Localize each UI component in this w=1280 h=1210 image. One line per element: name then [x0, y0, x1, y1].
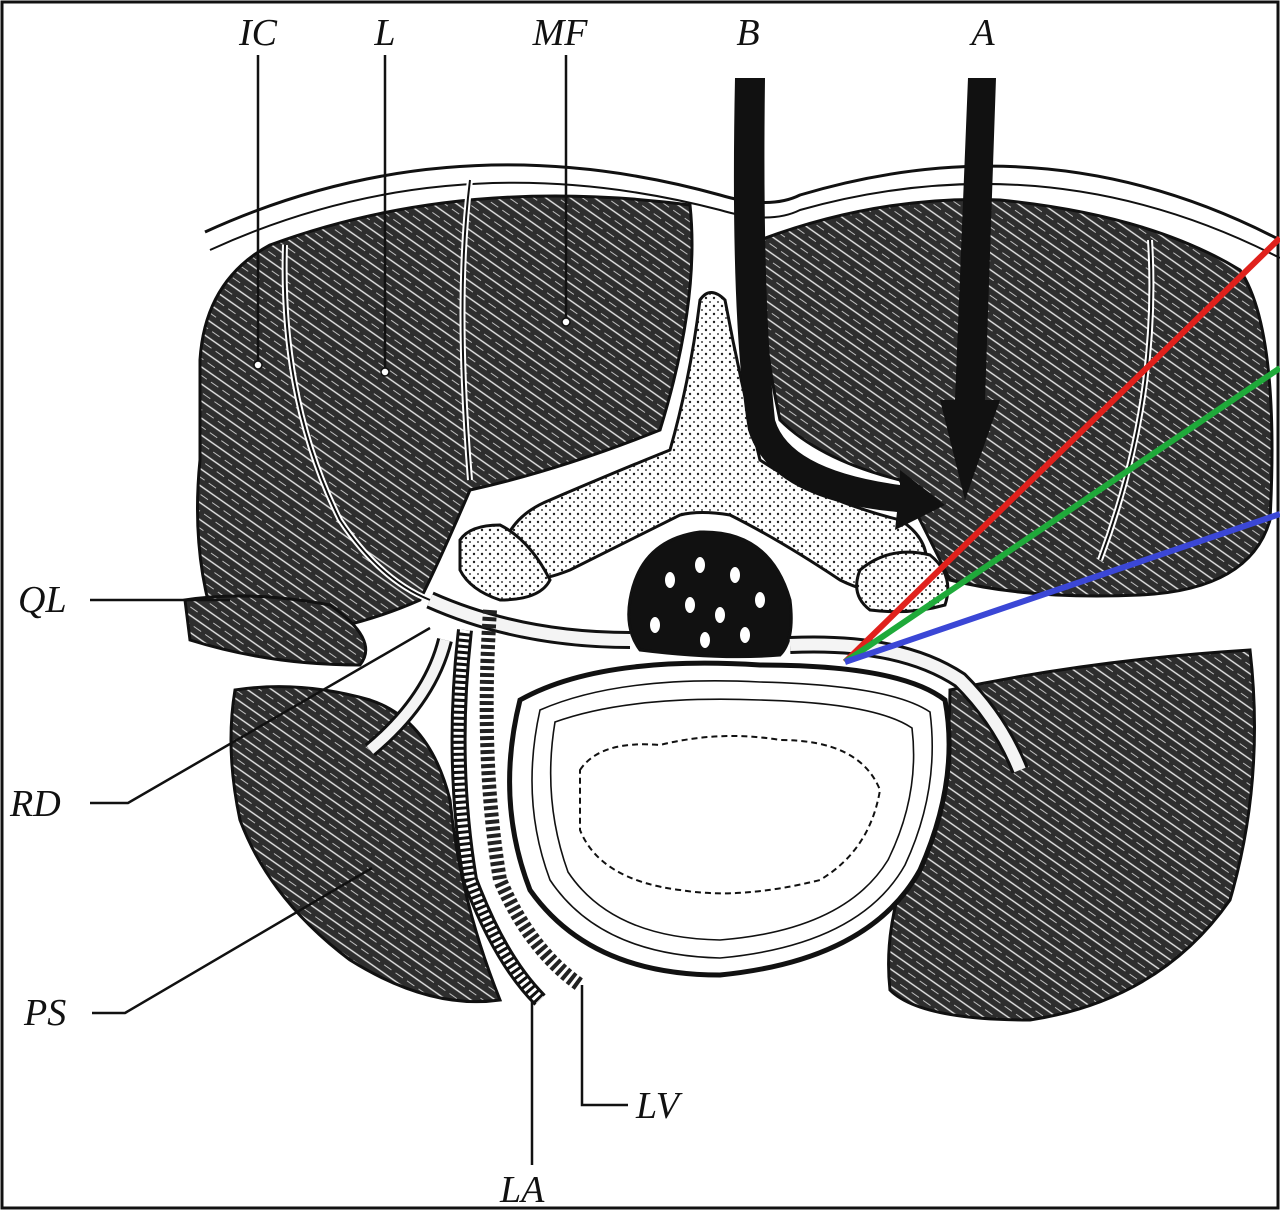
label-ic: IC	[238, 12, 278, 54]
label-lv: LV	[635, 1085, 683, 1127]
label-la: LA	[499, 1169, 545, 1210]
leader-lv	[582, 985, 628, 1105]
label-b: B	[736, 12, 759, 54]
label-ql: QL	[18, 579, 67, 621]
label-a: A	[968, 12, 995, 54]
label-ps: PS	[23, 992, 66, 1034]
spinal-canal	[629, 532, 792, 657]
label-mf: MF	[532, 12, 589, 54]
nucleus-pulposus	[580, 736, 880, 893]
label-l: L	[373, 12, 395, 54]
left-paraspinal-muscle	[198, 196, 693, 640]
label-rd: RD	[9, 783, 61, 825]
